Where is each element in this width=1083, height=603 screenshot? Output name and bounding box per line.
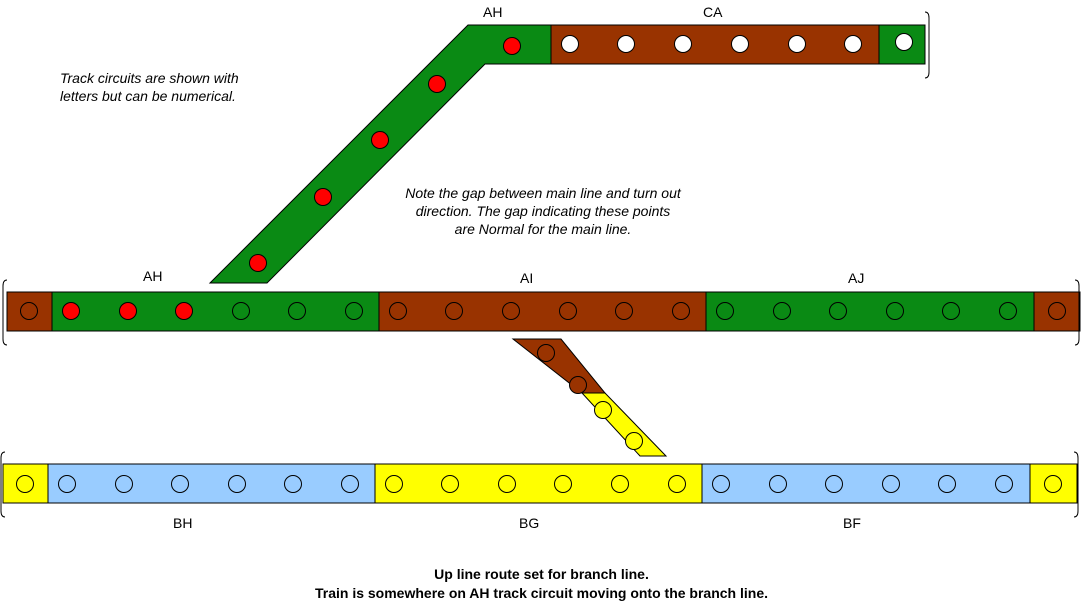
label-ca: CA — [703, 4, 723, 20]
track-circuit-marker — [769, 475, 787, 493]
track-segment-bh — [47, 463, 376, 504]
track-circuit-marker — [502, 302, 520, 320]
track-circuit-marker — [284, 475, 302, 493]
note-line: direction. The gap indicating these poin… — [415, 203, 671, 219]
label-ai: AI — [520, 270, 534, 286]
track-circuit-marker — [999, 302, 1017, 320]
label-aj: AJ — [848, 270, 865, 286]
track-circuit-marker — [829, 302, 847, 320]
track-circuit-marker — [1048, 302, 1066, 320]
track-circuit-marker — [625, 432, 643, 450]
track-circuit-marker — [389, 302, 407, 320]
label-ah-top: AH — [483, 4, 503, 20]
track-circuit-marker — [445, 302, 463, 320]
track-circuit-marker — [232, 302, 250, 320]
up-main-line — [6, 291, 1081, 332]
track-circuit-marker — [16, 475, 34, 493]
label-ah-main: AH — [143, 268, 163, 284]
occupied-marker — [62, 302, 80, 320]
label-bh: BH — [173, 515, 193, 531]
caption: Up line route set for branch line. Train… — [0, 565, 1083, 603]
track-end-bracket — [2, 279, 8, 346]
line-end-brackets — [0, 11, 1080, 518]
track-circuit-marker — [341, 475, 359, 493]
track-segment-ca — [550, 24, 880, 65]
note-line: letters but can be numerical. — [60, 88, 236, 104]
note-gap: Note the gap between main line and turn … — [378, 184, 708, 238]
track-circuit-marker — [594, 401, 612, 419]
track-circuit-marker — [716, 302, 734, 320]
occupied-marker — [119, 302, 137, 320]
track-circuit-marker — [882, 475, 900, 493]
track-circuit-marker — [385, 475, 403, 493]
note-line: Track circuits are shown with — [60, 70, 239, 86]
track-circuit-marker — [611, 475, 629, 493]
track-circuit-marker — [674, 35, 692, 53]
track-circuit-marker — [498, 475, 516, 493]
track-circuit-marker — [938, 475, 956, 493]
crossover-upper-segment — [511, 338, 607, 394]
track-circuit-marker — [615, 302, 633, 320]
note-line: are Normal for the main line. — [454, 221, 632, 237]
track-segment-bg — [374, 463, 703, 504]
crossover — [511, 338, 668, 457]
track-end-bracket — [1073, 451, 1079, 518]
track-circuit-marker — [228, 475, 246, 493]
track-segment-aj — [705, 291, 1035, 332]
turnout-ah-segment — [208, 24, 552, 284]
track-segment-start — [2, 463, 49, 504]
track-circuit-marker — [58, 475, 76, 493]
track-circuit-marker — [886, 302, 904, 320]
crossover-lower-segment — [580, 392, 668, 457]
occupied-marker — [428, 75, 446, 93]
track-circuit-marker — [537, 344, 555, 362]
note-track-circuits: Track circuits are shown with letters bu… — [60, 69, 239, 105]
occupied-marker — [249, 254, 267, 272]
track-circuit-marker — [617, 35, 635, 53]
track-circuit-marker — [995, 475, 1013, 493]
track-circuit-marker — [895, 33, 913, 51]
track-circuit-marker — [731, 35, 749, 53]
occupied-marker — [314, 188, 332, 206]
track-circuit-marker — [561, 35, 579, 53]
track-circuit-marker — [20, 302, 38, 320]
track-segment-ah — [51, 291, 380, 332]
track-circuit-marker — [559, 302, 577, 320]
track-circuit-marker — [712, 475, 730, 493]
occupied-marker — [175, 302, 193, 320]
down-main-line — [2, 463, 1078, 504]
track-segment-ai — [378, 291, 707, 332]
note-line: Note the gap between main line and turn … — [405, 185, 681, 201]
track-circuit-marker — [115, 475, 133, 493]
track-circuit-marker — [441, 475, 459, 493]
top-line — [550, 24, 926, 65]
turnout-branch — [208, 24, 552, 284]
track-circuit-marker — [672, 302, 690, 320]
track-circuit-marker — [668, 475, 686, 493]
caption-line-2: Train is somewhere on AH track circuit m… — [314, 585, 769, 601]
track-segment-bf — [701, 463, 1031, 504]
track-circuit-marker — [569, 376, 587, 394]
track-end-bracket — [0, 451, 6, 518]
track-end-bracket — [924, 11, 930, 79]
track-circuit-marker — [844, 35, 862, 53]
occupied-marker — [503, 37, 521, 55]
track-circuit-marker — [288, 302, 306, 320]
track-circuit-marker — [788, 35, 806, 53]
track-end-bracket — [1074, 279, 1080, 346]
label-bg: BG — [519, 515, 540, 531]
track-circuit-marker — [171, 475, 189, 493]
label-bf: BF — [843, 515, 861, 531]
track-circuit-marker — [345, 302, 363, 320]
caption-line-1: Up line route set for branch line. — [434, 566, 649, 582]
occupied-marker — [371, 131, 389, 149]
track-circuit-marker — [942, 302, 960, 320]
track-circuit-marker — [773, 302, 791, 320]
track-circuit-marker — [825, 475, 843, 493]
track-circuit-marker — [554, 475, 572, 493]
track-circuit-marker — [1044, 475, 1062, 493]
